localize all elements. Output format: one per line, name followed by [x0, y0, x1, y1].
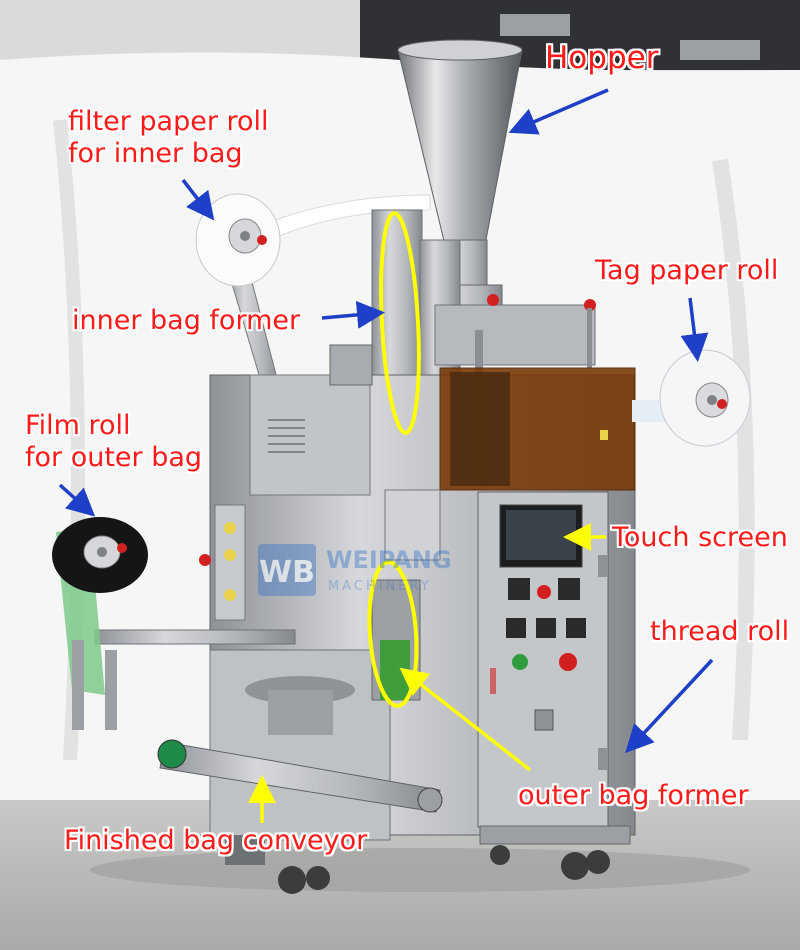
label-touch-screen: Touch screen	[612, 522, 788, 553]
film-roll-arrow	[58, 483, 96, 517]
label-inner-bag-former: inner bag former	[72, 305, 301, 336]
label-film-roll-line1: Film roll	[25, 410, 131, 441]
casters	[225, 825, 631, 894]
inner-bag-former-arrow	[321, 300, 385, 329]
label-filter-paper-roll-line1: filter paper roll	[68, 106, 269, 137]
label-tag-paper-roll: Tag paper roll	[595, 255, 779, 286]
watermark-sub: MACHINERY	[328, 579, 432, 594]
label-filter-paper-roll-line2: for inner bag	[68, 138, 243, 169]
label-film-roll: Film roll for outer bag	[25, 410, 202, 474]
label-film-roll-line2: for outer bag	[25, 442, 203, 473]
control-panel	[477, 491, 609, 828]
tag-paper-roll-arrow	[680, 297, 709, 362]
label-finished-bag-conveyor: Finished bag conveyor	[64, 825, 368, 856]
label-filter-paper-roll: filter paper roll for inner bag	[68, 106, 269, 170]
filter-paper-roll	[195, 193, 431, 396]
watermark-brand: WEIPANG	[326, 546, 452, 574]
label-outer-bag-former: outer bag former	[518, 780, 749, 811]
outer-bag-former-arrow	[399, 667, 532, 772]
thread-roll-arrow	[625, 658, 714, 754]
film-roll	[52, 517, 296, 730]
hopper-arrow	[508, 88, 609, 135]
brand-watermark: WB WEIPANG MACHINERY	[258, 544, 452, 596]
tinted-cover	[439, 367, 636, 491]
label-hopper: Hopper	[545, 40, 659, 76]
label-thread-roll: thread roll	[650, 616, 790, 647]
outer-bag-former-highlight	[367, 560, 419, 708]
tag-paper-roll	[632, 349, 751, 447]
filter-paper-roll-arrow	[181, 178, 215, 221]
finished-bag-conveyor	[157, 739, 443, 813]
watermark-letters: WB	[259, 555, 315, 590]
